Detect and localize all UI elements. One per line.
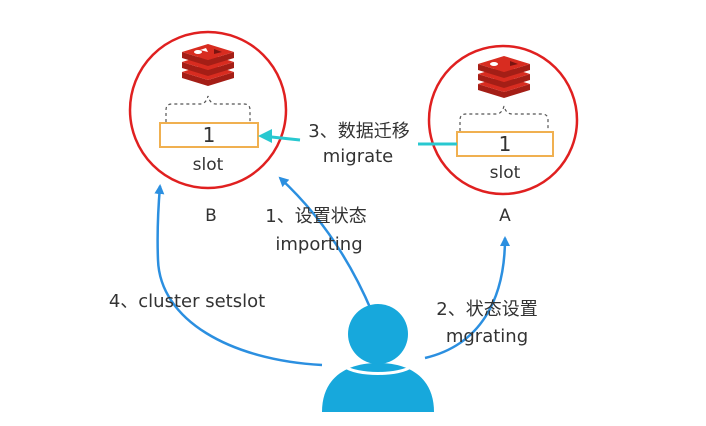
redis-logo-icon bbox=[478, 56, 530, 98]
user-icon bbox=[322, 304, 434, 412]
step3-label-cn: 3、数据迁移 bbox=[308, 121, 409, 142]
step1-label-cn: 1、设置状态 bbox=[265, 206, 366, 227]
migrating-arrow bbox=[424, 236, 510, 360]
slot-brace bbox=[459, 105, 549, 131]
step2-label-cn: 2、状态设置 bbox=[436, 299, 537, 320]
slot-label: slot bbox=[193, 155, 224, 175]
slot-label: slot bbox=[490, 163, 521, 183]
setslot-arrow bbox=[154, 184, 323, 367]
node-a: 1 slot bbox=[427, 44, 579, 196]
redis-logo-icon bbox=[182, 44, 234, 86]
slot-box bbox=[159, 122, 259, 148]
migrate-arrow-head bbox=[258, 129, 272, 143]
node-b: 1 slot bbox=[128, 30, 288, 190]
step4-label: 4、cluster setslot bbox=[109, 291, 265, 312]
slot-brace bbox=[165, 95, 251, 122]
node-a-name: A bbox=[499, 206, 511, 226]
slot-number: 1 bbox=[203, 123, 216, 147]
step2-label-en: mgrating bbox=[446, 326, 528, 347]
step1-label-en: importing bbox=[275, 234, 362, 255]
slot-number: 1 bbox=[499, 132, 512, 156]
node-b-name: B bbox=[205, 206, 217, 226]
step3-label-en: migrate bbox=[323, 146, 394, 167]
node-a-circle bbox=[427, 44, 579, 196]
node-b-circle bbox=[128, 30, 288, 190]
importing-arrow bbox=[278, 176, 374, 313]
